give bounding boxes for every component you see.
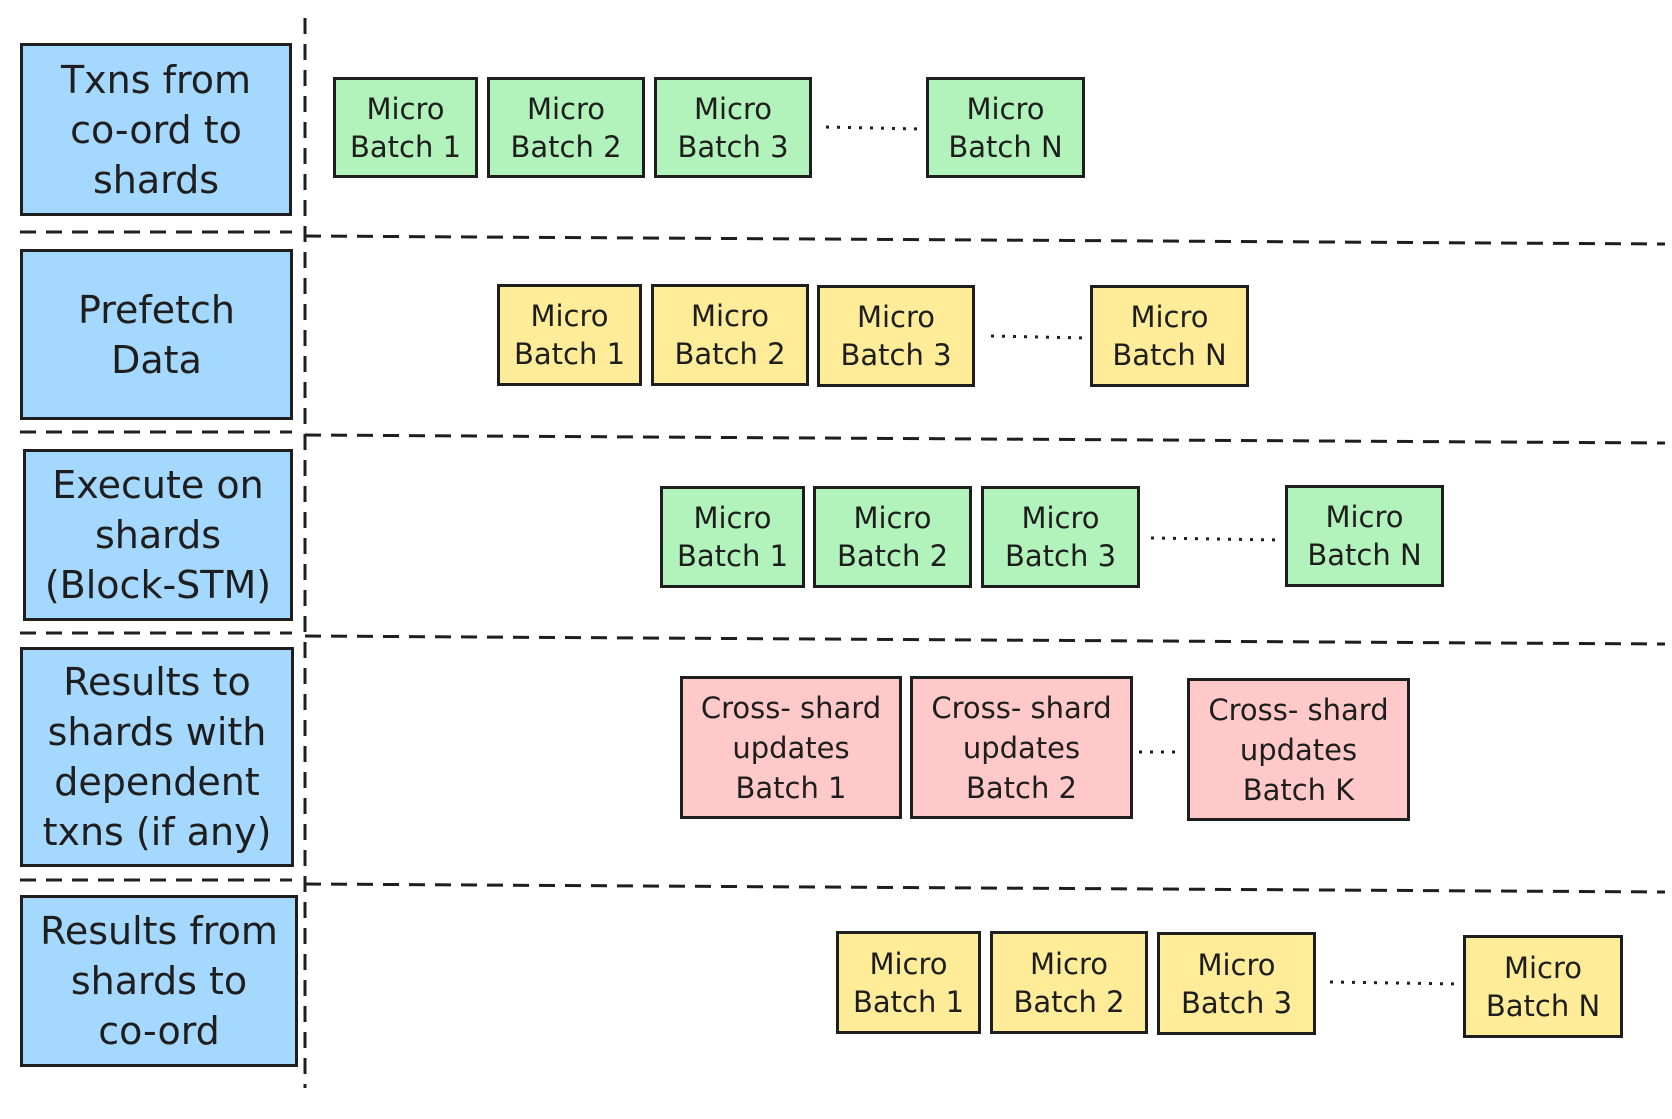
cross-shard-block: Cross- shard updates Batch 1: [680, 676, 902, 819]
micro-batch-block: Micro Batch 2: [990, 931, 1148, 1034]
micro-batch-block: Micro Batch 1: [497, 284, 642, 386]
row-divider-3b: [304, 634, 1666, 646]
micro-batch-block: Micro Batch 3: [1157, 932, 1316, 1035]
cross-shard-block: Cross- shard updates Batch 2: [910, 676, 1133, 819]
micro-batch-block: Micro Batch 3: [817, 285, 975, 387]
micro-batch-block: Micro Batch 1: [333, 77, 478, 178]
row-divider-2b: [304, 433, 1666, 445]
row-divider-4b: [304, 882, 1666, 894]
micro-batch-block: Micro Batch 1: [660, 486, 805, 588]
stage-label: Txns from co-ord to shards: [20, 43, 292, 216]
ellipsis-connector-5: [1329, 980, 1461, 986]
stage-label: Prefetch Data: [20, 249, 293, 420]
ellipsis-connector-2: [990, 334, 1087, 340]
micro-batch-block: Micro Batch N: [1285, 485, 1444, 587]
micro-batch-block: Micro Batch 2: [487, 77, 645, 178]
micro-batch-block: Micro Batch 2: [813, 486, 972, 588]
micro-batch-block: Micro Batch 2: [651, 284, 809, 386]
micro-batch-block: Micro Batch 1: [836, 931, 981, 1034]
micro-batch-block: Micro Batch N: [1463, 935, 1623, 1038]
ellipsis-connector-3: [1150, 536, 1281, 542]
micro-batch-block: Micro Batch N: [1090, 285, 1249, 387]
micro-batch-block: Micro Batch N: [926, 77, 1085, 178]
cross-shard-block: Cross- shard updates Batch K: [1187, 678, 1410, 821]
row-divider-1b: [304, 234, 1666, 246]
stage-label: Results to shards with dependent txns (i…: [20, 647, 294, 867]
stage-label: Execute on shards (Block-STM): [23, 449, 293, 621]
micro-batch-block: Micro Batch 3: [981, 486, 1140, 588]
stage-label: Results from shards to co-ord: [20, 895, 298, 1067]
micro-batch-block: Micro Batch 3: [654, 77, 812, 178]
ellipsis-connector-1: [825, 125, 921, 131]
